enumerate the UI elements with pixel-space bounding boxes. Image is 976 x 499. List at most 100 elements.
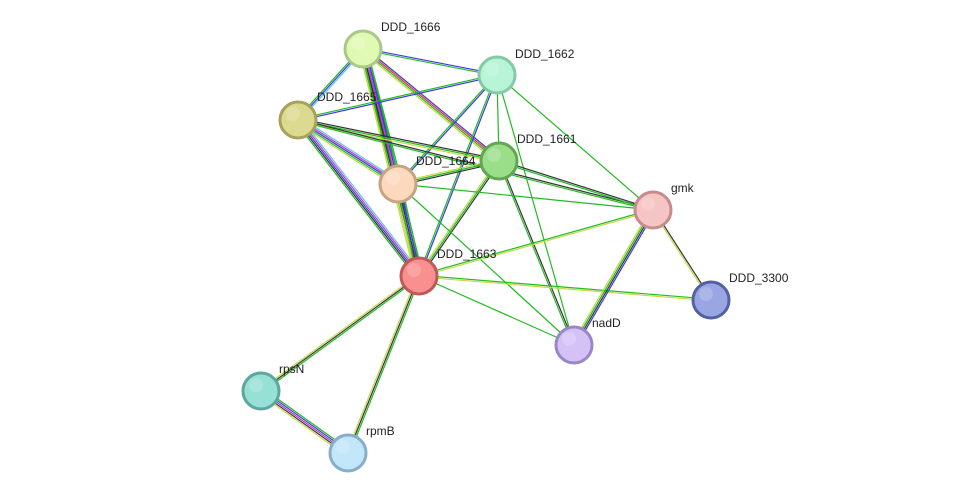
node-circle[interactable] <box>343 29 383 69</box>
edge-strand <box>298 117 500 161</box>
edge-strand <box>298 75 498 122</box>
edge-DDD_1663-DDD_3300 <box>418 274 712 302</box>
node-rpmB[interactable]: rpmB <box>328 424 395 473</box>
edge-strand <box>499 160 576 345</box>
node-circle[interactable] <box>554 325 594 365</box>
edge-strand <box>361 50 498 164</box>
edge-strand <box>419 210 654 278</box>
edge-strand <box>296 120 398 186</box>
edge-strand <box>298 118 400 184</box>
node-highlight <box>485 62 499 76</box>
node-circle[interactable] <box>241 371 281 411</box>
edge-DDD_1662-gmk <box>496 74 654 211</box>
edge-strand <box>259 274 419 391</box>
edge-DDD_1666-DDD_1662 <box>362 47 498 77</box>
node-DDD_1665[interactable]: DDD_1665 <box>278 90 377 140</box>
edge-strand <box>417 74 497 276</box>
edge-strand <box>297 73 497 120</box>
edge-strand <box>297 119 500 162</box>
edge-DDD_1665-DDD_1663 <box>294 117 423 279</box>
edge-strand <box>498 161 653 212</box>
edge-strand <box>362 49 497 77</box>
node-label: DDD_1661 <box>517 132 577 146</box>
edges-layer <box>258 46 713 457</box>
edge-strand <box>261 276 421 393</box>
edge-strand <box>294 121 417 279</box>
edge-strand <box>297 120 499 164</box>
node-circle[interactable] <box>691 280 731 320</box>
edge-strand <box>418 160 500 277</box>
edge-strand <box>397 183 575 346</box>
edge-strand <box>297 119 420 277</box>
edge-DDD_1663-nadD <box>418 275 575 346</box>
node-label: rpmB <box>366 424 395 438</box>
edge-strand <box>499 159 654 210</box>
edge-strand <box>419 75 499 277</box>
edge-strand <box>300 117 423 275</box>
edge-strand <box>299 116 401 182</box>
edge-strand <box>398 75 499 185</box>
node-DDD_3300[interactable]: DDD_3300 <box>691 271 789 320</box>
edge-strand <box>419 161 501 278</box>
node-circle[interactable] <box>479 141 519 181</box>
node-label: rpsN <box>279 362 304 376</box>
node-circle[interactable] <box>633 190 673 230</box>
node-circle[interactable] <box>399 256 439 296</box>
node-highlight <box>641 197 655 211</box>
node-rpsN[interactable]: rpsN <box>241 362 304 411</box>
edge-DDD_1661-nadD <box>497 160 576 346</box>
node-label: DDD_1663 <box>437 247 497 261</box>
edge-strand <box>260 275 420 392</box>
edge-strand <box>297 119 399 185</box>
node-circle[interactable] <box>477 55 517 95</box>
node-circle[interactable] <box>328 433 368 473</box>
edge-DDD_1663-rpsN <box>259 274 421 393</box>
node-highlight <box>386 171 400 185</box>
node-DDD_1666[interactable]: DDD_1666 <box>343 20 441 69</box>
edge-DDD_1661-DDD_1663 <box>417 159 501 278</box>
node-circle[interactable] <box>378 164 418 204</box>
edge-gmk-nadD <box>571 208 656 347</box>
node-highlight <box>249 378 263 392</box>
node-highlight <box>336 440 350 454</box>
edge-strand <box>419 274 712 300</box>
edge-strand <box>363 47 498 75</box>
node-nadD[interactable]: nadD <box>554 316 621 365</box>
edge-strand <box>364 46 501 160</box>
edge-DDD_1664-nadD <box>397 183 575 346</box>
edge-strand <box>363 47 500 161</box>
edge-strand <box>347 275 420 454</box>
node-label: DDD_1664 <box>416 154 476 168</box>
edge-strand <box>418 276 711 302</box>
node-DDD_1664[interactable]: DDD_1664 <box>378 154 476 204</box>
node-label: DDD_3300 <box>729 271 789 285</box>
node-label: DDD_1662 <box>515 47 575 61</box>
edge-strand <box>497 161 574 346</box>
node-circle[interactable] <box>278 100 318 140</box>
edge-DDD_1662-DDD_1664 <box>396 74 499 185</box>
edge-strand <box>575 210 656 347</box>
node-highlight <box>407 263 421 277</box>
edge-DDD_1662-nadD <box>496 74 575 346</box>
edge-strand <box>362 49 499 163</box>
edge-strand <box>572 209 653 345</box>
node-highlight <box>487 148 501 162</box>
node-gmk[interactable]: gmk <box>633 181 695 230</box>
edge-DDD_1662-DDD_1663 <box>417 74 499 277</box>
edge-strand <box>397 183 654 211</box>
edge-strand <box>571 208 652 345</box>
edge-strand <box>418 275 575 346</box>
edge-strand <box>496 74 654 211</box>
node-highlight <box>699 287 713 301</box>
node-DDD_1662[interactable]: DDD_1662 <box>477 47 575 95</box>
edge-strand <box>574 210 655 346</box>
node-DDD_1661[interactable]: DDD_1661 <box>479 132 577 181</box>
node-DDD_1663[interactable]: DDD_1663 <box>399 247 497 296</box>
edge-strand <box>345 275 419 453</box>
node-highlight <box>286 107 300 121</box>
edge-DDD_1663-gmk <box>418 208 654 278</box>
edge-DDD_1665-DDD_1661 <box>297 117 500 164</box>
edge-DDD_1666-DDD_1661 <box>361 46 501 164</box>
edge-DDD_1664-gmk <box>397 183 654 211</box>
